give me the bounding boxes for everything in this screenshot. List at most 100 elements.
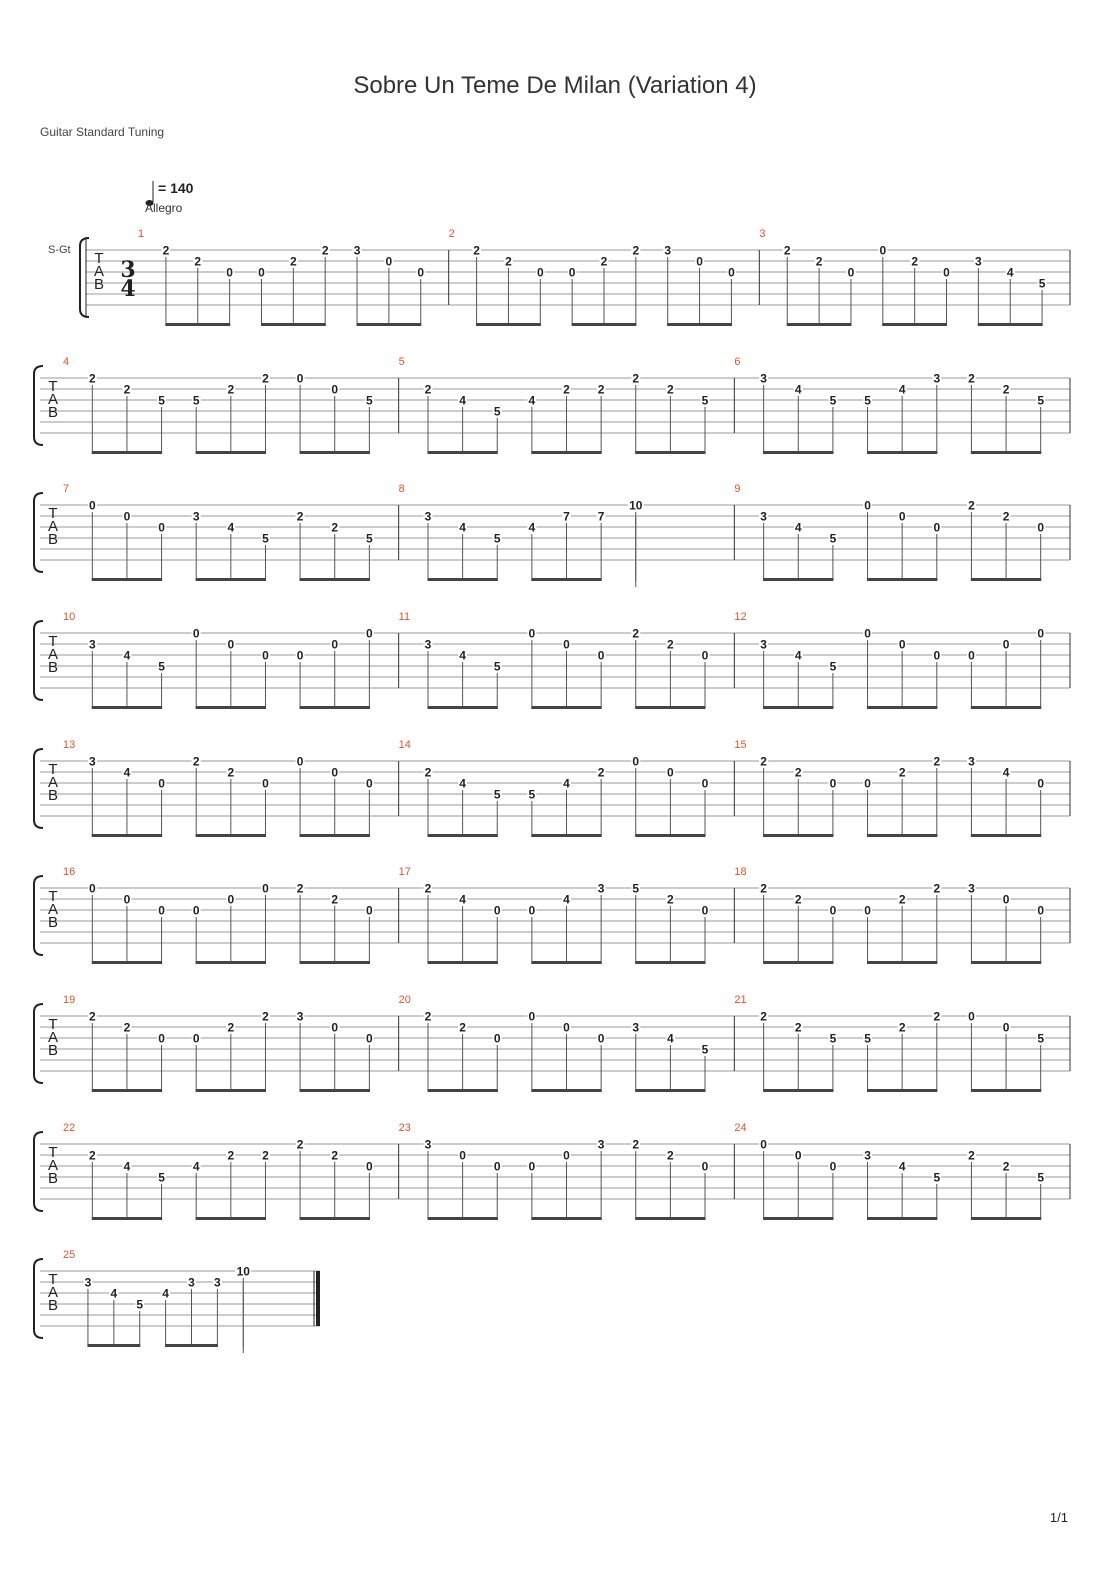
fret-knockout bbox=[759, 1138, 769, 1150]
fret-number: 0 bbox=[417, 266, 424, 280]
fret-number: 10 bbox=[237, 1265, 251, 1279]
fret-knockout bbox=[122, 893, 132, 905]
fret-knockout bbox=[260, 1149, 270, 1161]
fret-knockout bbox=[627, 499, 644, 511]
fret-knockout bbox=[932, 521, 942, 533]
measure-number: 17 bbox=[399, 866, 411, 878]
fret-number: 4 bbox=[899, 1160, 906, 1174]
fret-knockout bbox=[157, 1032, 167, 1044]
fret-number: 0 bbox=[331, 766, 338, 780]
fret-number: 5 bbox=[702, 1043, 709, 1057]
tab-clef-letter: B bbox=[48, 914, 58, 931]
tab-clef-letter: B bbox=[48, 1170, 58, 1187]
page-number: 1/1 bbox=[1049, 1510, 1068, 1525]
fret-number: 2 bbox=[89, 1010, 96, 1024]
fret-knockout bbox=[1001, 383, 1011, 395]
fret-knockout bbox=[700, 777, 710, 789]
beam bbox=[635, 961, 706, 964]
fret-knockout bbox=[226, 766, 236, 778]
fret-number: 2 bbox=[89, 1149, 96, 1163]
fret-knockout bbox=[665, 766, 675, 778]
fret-number: 2 bbox=[899, 766, 906, 780]
beam bbox=[970, 1217, 1042, 1220]
fret-knockout bbox=[1036, 521, 1046, 533]
fret-knockout bbox=[665, 383, 675, 395]
system-bracket bbox=[33, 1003, 44, 1084]
fret-knockout bbox=[1036, 1032, 1046, 1044]
tab-clef-letter: A bbox=[94, 263, 104, 280]
fret-number: 2 bbox=[425, 1010, 432, 1024]
fret-knockout bbox=[562, 1021, 571, 1033]
fret-number: 4 bbox=[899, 383, 906, 397]
beam bbox=[882, 323, 948, 326]
fret-knockout bbox=[562, 383, 571, 395]
beam bbox=[427, 961, 498, 964]
fret-knockout bbox=[863, 777, 873, 789]
system-bracket bbox=[33, 875, 44, 956]
fret-knockout bbox=[596, 766, 606, 778]
score-title: Sobre Un Teme De Milan (Variation 4) bbox=[353, 72, 757, 99]
fret-knockout bbox=[122, 1160, 132, 1172]
fret-knockout bbox=[1036, 1171, 1046, 1183]
fret-number: 4 bbox=[110, 1287, 117, 1301]
fret-number: 2 bbox=[262, 372, 269, 386]
fret-knockout bbox=[663, 244, 673, 256]
fret-number: 5 bbox=[158, 660, 165, 674]
measure-number: 7 bbox=[63, 483, 69, 495]
fret-number: 0 bbox=[262, 777, 269, 791]
fret-number: 5 bbox=[136, 1298, 143, 1312]
fret-number: 5 bbox=[366, 532, 373, 546]
fret-number: 0 bbox=[632, 755, 639, 769]
fret-knockout bbox=[631, 1021, 641, 1033]
fret-number: 5 bbox=[702, 394, 709, 408]
system-bracket bbox=[33, 365, 44, 446]
fret-knockout bbox=[596, 1138, 606, 1150]
fret-number: 2 bbox=[667, 1149, 674, 1163]
fret-number: 5 bbox=[494, 660, 501, 674]
fret-number: 2 bbox=[124, 383, 131, 397]
fret-knockout bbox=[191, 394, 201, 406]
tab-clef-letter: A bbox=[48, 1157, 58, 1174]
fret-number: 2 bbox=[598, 766, 605, 780]
fret-number: 3 bbox=[193, 510, 200, 524]
fret-knockout bbox=[87, 499, 97, 511]
measure-number: 8 bbox=[399, 483, 405, 495]
beam bbox=[87, 1344, 141, 1347]
fret-knockout bbox=[423, 638, 433, 650]
fret-knockout bbox=[256, 266, 266, 278]
measure-number: 4 bbox=[63, 356, 69, 368]
fret-number: 5 bbox=[494, 405, 501, 419]
fret-number: 2 bbox=[760, 882, 767, 896]
fret-number: 4 bbox=[529, 394, 536, 408]
fret-knockout bbox=[782, 244, 792, 256]
fret-knockout bbox=[527, 521, 537, 533]
fret-number: 4 bbox=[795, 649, 802, 663]
fret-number: 0 bbox=[537, 266, 544, 280]
tab-clef-letter: A bbox=[48, 901, 58, 918]
beam bbox=[299, 834, 370, 837]
fret-number: 0 bbox=[598, 649, 605, 663]
fret-number: 0 bbox=[760, 1138, 767, 1152]
fret-number: 0 bbox=[331, 1021, 338, 1035]
beam bbox=[667, 323, 732, 326]
fret-knockout bbox=[793, 521, 803, 533]
fret-knockout bbox=[87, 638, 97, 650]
measure-number: 18 bbox=[734, 866, 746, 878]
fret-number: 0 bbox=[193, 904, 200, 918]
fret-number: 2 bbox=[968, 372, 975, 386]
beam bbox=[91, 961, 163, 964]
fret-knockout bbox=[793, 383, 803, 395]
fret-knockout bbox=[330, 383, 340, 395]
track-label: S-Gt bbox=[48, 244, 71, 256]
fret-number: 4 bbox=[1003, 766, 1010, 780]
fret-number: 4 bbox=[563, 893, 570, 907]
fret-knockout bbox=[631, 372, 641, 384]
fret-number: 0 bbox=[297, 649, 304, 663]
fret-knockout bbox=[235, 1265, 252, 1277]
fret-number: 5 bbox=[1037, 1032, 1044, 1046]
fret-number: 2 bbox=[633, 244, 640, 258]
fret-number: 0 bbox=[158, 1032, 165, 1046]
fret-number: 3 bbox=[425, 1138, 432, 1152]
fret-number: 4 bbox=[124, 1160, 131, 1174]
tuning-label: Guitar Standard Tuning bbox=[40, 125, 165, 139]
